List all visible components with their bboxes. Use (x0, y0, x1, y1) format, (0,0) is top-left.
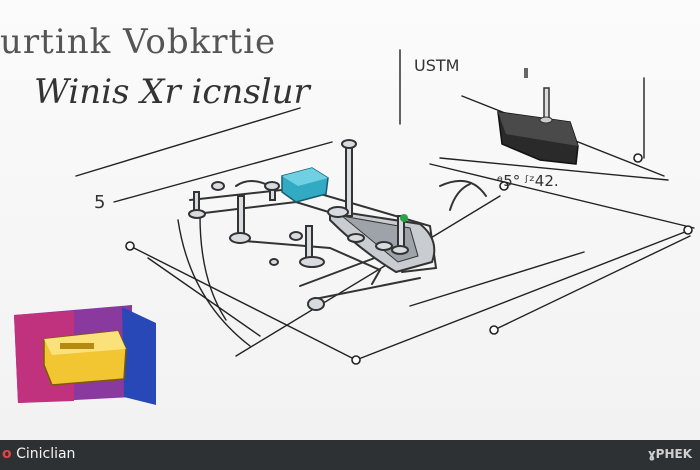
product-box-icon (14, 305, 156, 405)
guide-line-bottom-right (355, 229, 691, 361)
guide-curve-inner (199, 215, 227, 321)
footer-brand-text: Ciniclian (11, 446, 76, 462)
green-indicator (400, 214, 408, 222)
label-left: 5 (94, 192, 106, 213)
guide-line-diagonal (235, 195, 501, 357)
guide-line-bottom-left (129, 245, 357, 361)
post-tall (345, 145, 353, 217)
sketch-canvas: urtink Vobkrtie Winis Xr icnslur USTM ᶱ5… (0, 0, 700, 440)
footer-watermark: ɣPHEK (647, 447, 692, 461)
posts (188, 139, 409, 311)
footer-bar: o Ciniclian ɣPHEK (0, 440, 700, 470)
teal-box (281, 167, 329, 203)
footer-brand: o Ciniclian (2, 446, 75, 462)
footer-brand-glyph: o (2, 446, 12, 462)
guide-line-long-right (429, 163, 695, 229)
small-marker (524, 68, 528, 78)
guide-line-top-left (75, 107, 301, 177)
dark-device (497, 87, 579, 165)
guide-line-mid-left (113, 141, 333, 203)
guide-line-bottom-far (493, 235, 691, 331)
guide-curve-left (177, 219, 251, 347)
post-left (237, 195, 245, 237)
guide-line-inner (409, 251, 585, 307)
page-subtitle: Winis Xr icnslur (34, 72, 310, 112)
label-middle: ᶱ5° ᶴᶻ42. (497, 172, 559, 190)
guide-line-lower-left (147, 257, 261, 337)
guide-line-shelf (439, 157, 669, 181)
page-title: urtink Vobkrtie (0, 22, 277, 62)
label-top-right: USTM (414, 56, 460, 75)
nodes (125, 153, 693, 365)
schematic-drawing (75, 49, 695, 365)
